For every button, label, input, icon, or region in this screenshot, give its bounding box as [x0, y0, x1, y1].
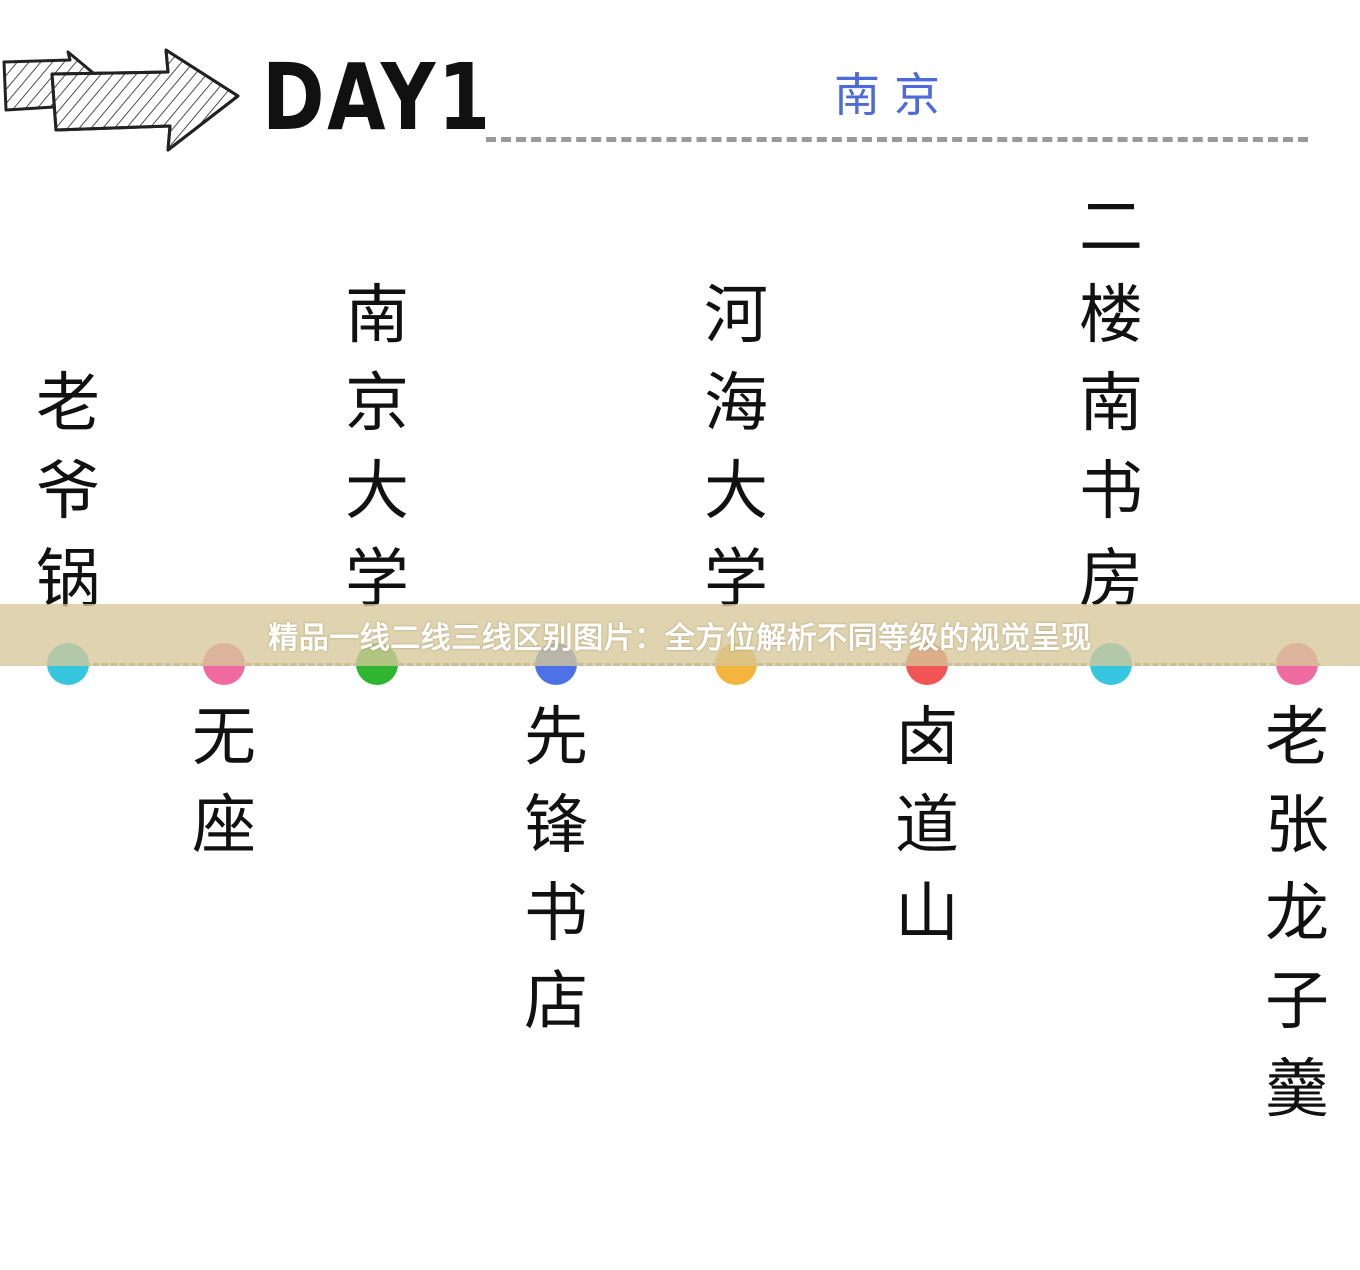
stop-label: 老爷锅: [23, 360, 113, 624]
stop-label-char: 道: [895, 789, 959, 863]
stop-label-char: 座: [192, 789, 256, 863]
city-label: 南京: [834, 68, 954, 122]
stop-label-char: 南: [345, 279, 409, 353]
stop-label-char: 书: [1079, 455, 1143, 529]
header-divider: [486, 137, 1308, 142]
stop-label-char: 大: [345, 455, 409, 529]
stop-label: 先锋书店: [511, 694, 601, 1046]
stop-label-char: 老: [1265, 701, 1329, 775]
stop-label: 河海大学: [691, 272, 781, 624]
stop-label-char: 海: [704, 367, 768, 441]
stop-label-char: 南: [1079, 367, 1143, 441]
stop-label-char: 山: [895, 877, 959, 951]
arrow-icon: [2, 48, 240, 152]
caption-text: 精品一线二线三线区别图片：全方位解析不同等级的视觉呈现: [268, 621, 1092, 656]
stop-label-char: 爷: [36, 455, 100, 529]
day-title: DAY1: [262, 44, 493, 151]
stop-label-char: 店: [524, 965, 588, 1039]
stop-label-char: 张: [1265, 789, 1329, 863]
stop-label-char: 河: [704, 279, 768, 353]
stop-label-char: 龙: [1265, 877, 1329, 951]
stop-label-char: 无: [192, 701, 256, 775]
stop-label-char: 老: [36, 367, 100, 441]
stop-label-char: 大: [704, 455, 768, 529]
stop-label: 无座: [179, 694, 269, 870]
stop-label-char: 先: [524, 701, 588, 775]
stop-label: 卤道山: [882, 694, 972, 958]
stop-label-char: 书: [524, 877, 588, 951]
stop-label-char: 子: [1265, 965, 1329, 1039]
stop-label: 南京大学: [332, 272, 422, 624]
stop-label: 二楼南书房: [1066, 184, 1156, 624]
stop-label: 老张龙子羹: [1252, 694, 1342, 1134]
stop-label-char: 楼: [1079, 279, 1143, 353]
stop-label-char: 京: [345, 367, 409, 441]
stop-label-char: 卤: [895, 701, 959, 775]
stop-label-char: 锋: [524, 789, 588, 863]
stop-label-char: 二: [1079, 191, 1143, 265]
stop-label-char: 羹: [1265, 1053, 1329, 1127]
caption-banner: 精品一线二线三线区别图片：全方位解析不同等级的视觉呈现: [0, 604, 1360, 666]
